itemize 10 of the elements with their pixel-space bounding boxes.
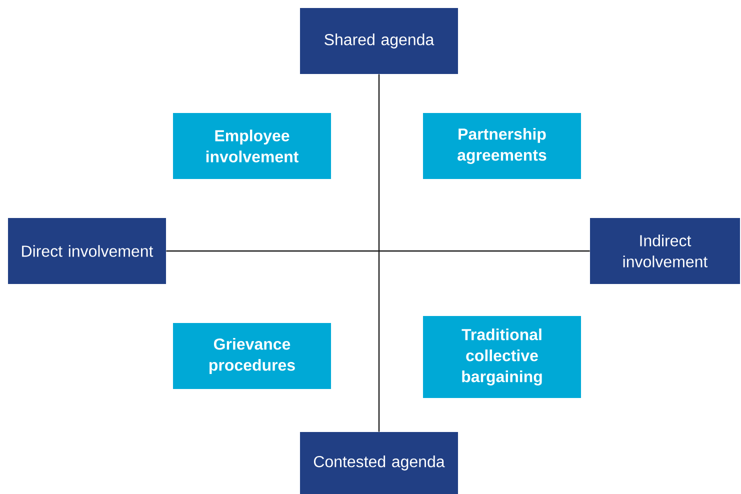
quadrant-box: Grievance procedures	[173, 323, 331, 389]
pole-box: Indirect involvement	[590, 218, 740, 284]
pole-box: Contested agenda	[300, 432, 458, 494]
quadrant-box: Partnership agreements	[423, 113, 581, 179]
quadrant-box: Traditional collective bargaining	[423, 316, 581, 398]
axis-line	[166, 250, 590, 252]
pole-box: Direct involvement	[8, 218, 166, 284]
axis-line	[378, 74, 380, 432]
pole-box: Shared agenda	[300, 8, 458, 74]
quadrant-box: Employee involvement	[173, 113, 331, 179]
